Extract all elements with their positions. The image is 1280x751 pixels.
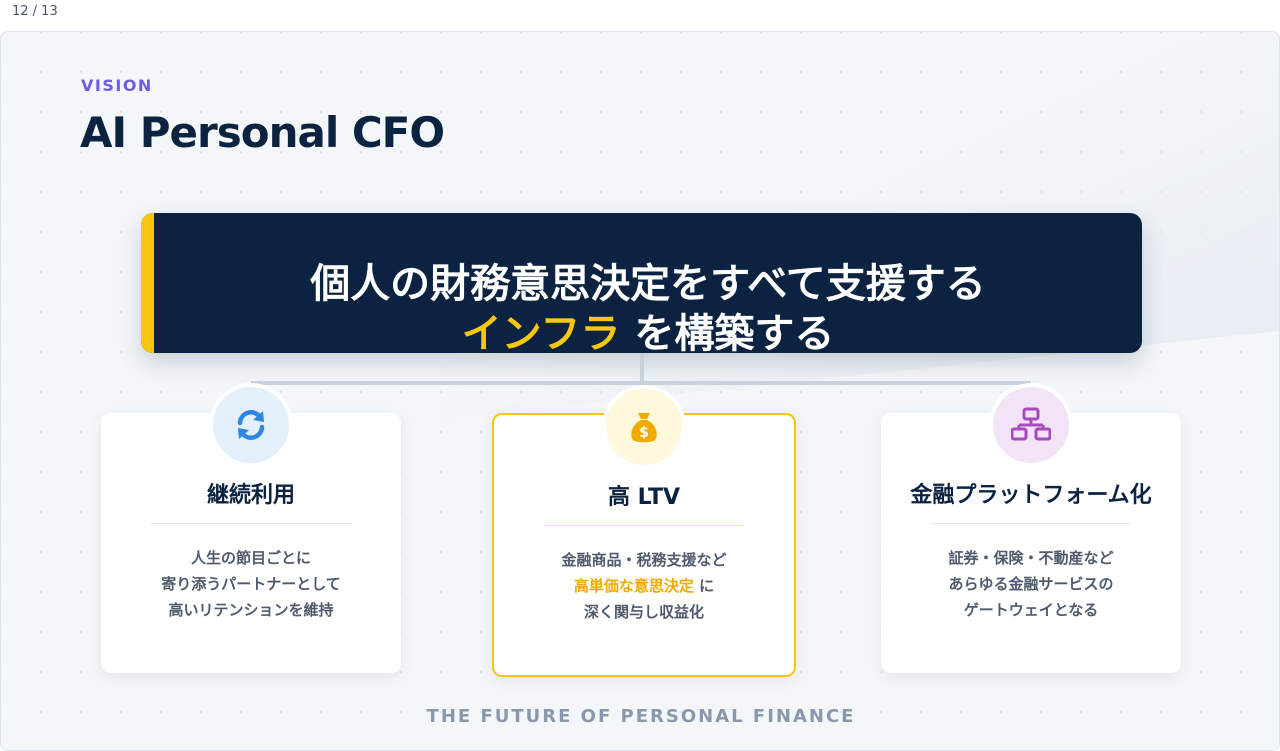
card-divider — [151, 523, 351, 524]
connector-vertical — [640, 353, 644, 383]
desc-line: 人生の節目ごとに — [190, 549, 311, 567]
refresh-icon — [209, 383, 293, 467]
card-high-ltv: $ 高 LTV 金融商品・税務支援など 高単価な意思決定 に 深く関与し収益化 — [492, 385, 796, 677]
banner-line-1: 個人の財務意思決定をすべて支援する — [310, 261, 986, 307]
footer-tagline: THE FUTURE OF PERSONAL FINANCE — [426, 706, 856, 727]
card-retention: 継続利用 人生の節目ごとに 寄り添うパートナーとして 高いリテンションを維持 — [101, 383, 401, 673]
vision-banner: 個人の財務意思決定をすべて支援する インフラ を構築する — [141, 213, 1142, 353]
card-title: 継続利用 — [206, 483, 295, 508]
connector-horizontal — [251, 381, 1031, 385]
network-icon — [989, 383, 1073, 467]
svg-text:$: $ — [639, 425, 649, 441]
desc-line-rest: に — [693, 577, 715, 595]
desc-line: 深く関与し収益化 — [583, 603, 704, 621]
money-bag-icon: $ — [602, 385, 686, 469]
banner-line-2: インフラ を構築する — [154, 301, 1142, 353]
card-description: 金融商品・税務支援など 高単価な意思決定 に 深く関与し収益化 — [494, 547, 794, 625]
desc-line: あらゆる金融サービスの — [948, 575, 1114, 593]
desc-line: 寄り添うパートナーとして — [161, 575, 341, 593]
slide-counter: 12 / 13 — [12, 4, 58, 19]
card-divider — [544, 525, 744, 526]
desc-line: 証券・保険・不動産など — [948, 549, 1114, 567]
card-title: 金融プラットフォーム化 — [910, 483, 1152, 508]
section-eyebrow: VISION — [81, 76, 153, 95]
card-title: 高 LTV — [607, 485, 681, 510]
card-divider — [931, 523, 1131, 524]
banner-line-2-rest: を構築する — [620, 311, 835, 353]
desc-highlight: 高単価な意思決定 — [573, 577, 694, 595]
slide: VISION AI Personal CFO 個人の財務意思決定をすべて支援する… — [0, 31, 1280, 751]
desc-line: 高単価な意思決定 に — [494, 573, 794, 599]
card-description: 人生の節目ごとに 寄り添うパートナーとして 高いリテンションを維持 — [101, 545, 401, 623]
desc-line: ゲートウェイとなる — [963, 601, 1099, 619]
banner-highlight: インフラ — [461, 311, 621, 353]
card-platform: 金融プラットフォーム化 証券・保険・不動産など あらゆる金融サービスの ゲートウ… — [881, 383, 1181, 673]
slide-title: AI Personal CFO — [80, 108, 445, 157]
desc-line: 高いリテンションを維持 — [168, 601, 334, 619]
card-description: 証券・保険・不動産など あらゆる金融サービスの ゲートウェイとなる — [881, 545, 1181, 623]
desc-line: 金融商品・税務支援など — [561, 551, 727, 569]
banner-accent-bar — [141, 213, 154, 353]
